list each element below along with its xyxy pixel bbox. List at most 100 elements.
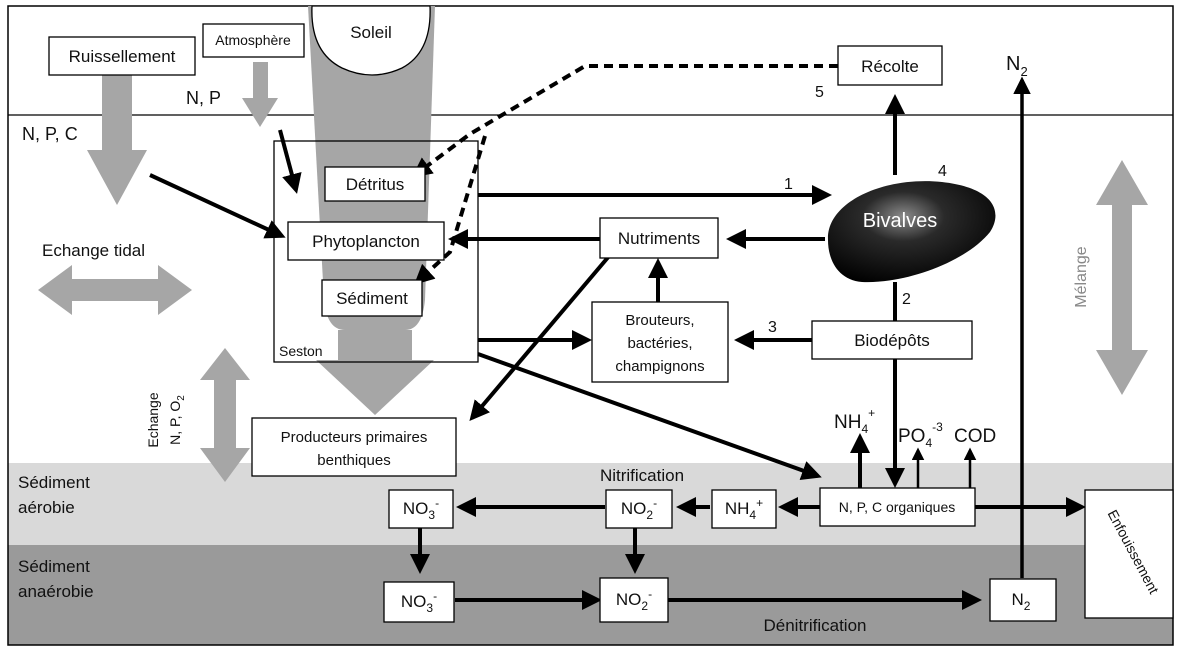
harvest-to-detritus-dashed bbox=[411, 64, 838, 178]
step-4-label: 4 bbox=[938, 163, 947, 180]
brouteurs-line3: champignons bbox=[615, 358, 704, 375]
nutriments-box: Nutriments bbox=[599, 217, 719, 259]
runoff-flow-arrow bbox=[87, 72, 147, 205]
no3-anaerobic-sup: - bbox=[433, 589, 437, 603]
atmosphere-label: Atmosphère bbox=[215, 32, 291, 48]
denitrification-label: Dénitrification bbox=[764, 616, 867, 635]
npc-input-label: N, P, C bbox=[22, 124, 78, 144]
echange-sediment-label-2: N, P, O2 bbox=[167, 395, 187, 445]
echange-o2-sub: 2 bbox=[176, 395, 187, 401]
nh4-release-sup: + bbox=[868, 406, 875, 420]
n2-anaerobic-label: N bbox=[1012, 590, 1024, 609]
step-3-label: 3 bbox=[768, 319, 777, 336]
aerobic-sediment-layer bbox=[8, 463, 1173, 545]
anaerobic-layer-label-2: anaérobie bbox=[18, 582, 94, 601]
n2-top-label: N2 bbox=[1006, 53, 1028, 79]
flow-arrows bbox=[149, 76, 1086, 610]
bivalves-shape bbox=[827, 181, 996, 283]
sediment-exchange-arrow bbox=[200, 348, 250, 482]
producteurs-box: Producteurs primaires benthiques bbox=[251, 417, 457, 477]
bivalves-label: Bivalves bbox=[863, 210, 937, 232]
runoff-to-phyto-arrow bbox=[149, 173, 286, 239]
no3-aerobic-sup: - bbox=[435, 496, 439, 510]
npc-organiques-box: N, P, C organiques bbox=[819, 487, 976, 527]
no2-anaerobic-sub: 2 bbox=[641, 599, 648, 613]
phytoplancton-label: Phytoplancton bbox=[312, 232, 420, 251]
atmosphere-box: Atmosphère bbox=[202, 23, 305, 58]
echange-tidal-label: Echange tidal bbox=[42, 241, 145, 260]
nh4-release-label: NH4+ bbox=[834, 406, 875, 436]
seston-label: Seston bbox=[279, 343, 323, 359]
n2-anaerobic-box: N2 bbox=[989, 578, 1057, 622]
nutriments-to-producers-arrow bbox=[469, 253, 612, 422]
brouteurs-line1: Brouteurs, bbox=[625, 312, 694, 329]
recolte-box: Récolte bbox=[837, 45, 943, 86]
no3-anaerobic-box: NO3- bbox=[383, 581, 455, 623]
small-release-arrows bbox=[911, 447, 977, 488]
producteurs-line1: Producteurs primaires bbox=[281, 429, 428, 446]
no2-anaerobic-box: NO2- bbox=[599, 577, 669, 623]
echange-sediment-label-1: Echange bbox=[145, 392, 161, 447]
producteurs-line2: benthiques bbox=[317, 452, 390, 469]
no3-aerobic-box: NO3- bbox=[388, 489, 454, 529]
nh4-aerobic-box: NH4+ bbox=[711, 489, 777, 529]
po4-sup: -3 bbox=[932, 420, 943, 434]
nh4-aerobic-sup: + bbox=[756, 496, 763, 510]
nh4-release-text: NH bbox=[834, 412, 861, 433]
nitrification-label: Nitrification bbox=[600, 466, 684, 485]
svg-text:NO2-: NO2- bbox=[616, 587, 652, 613]
no2-aerobic-sup: - bbox=[653, 496, 657, 510]
sediment-box: Sédiment bbox=[321, 279, 423, 317]
echange-np-o: N, P, O bbox=[167, 401, 183, 445]
svg-text:N2: N2 bbox=[1012, 590, 1031, 613]
recolte-label: Récolte bbox=[861, 57, 919, 76]
nh4-release-sub: 4 bbox=[861, 422, 868, 436]
no2-anaerobic-sup: - bbox=[648, 587, 652, 601]
n2-top-text: N bbox=[1006, 53, 1020, 75]
no2-anaerobic-label: NO bbox=[616, 590, 642, 609]
mixing-arrow bbox=[1096, 160, 1148, 395]
aerobic-layer-label-2: aérobie bbox=[18, 498, 75, 517]
biodepots-label: Biodépôts bbox=[854, 331, 930, 350]
n2-top-sub: 2 bbox=[1020, 64, 1027, 79]
biodepots-box: Biodépôts bbox=[811, 320, 973, 360]
diagram-frame bbox=[7, 5, 1174, 646]
harvest-to-sediment-dashed bbox=[414, 135, 487, 285]
seston-to-organics-arrow bbox=[477, 352, 822, 481]
no3-aerobic-sub: 3 bbox=[428, 508, 435, 522]
n2-anaerobic-sub: 2 bbox=[1024, 599, 1031, 613]
seston-frame bbox=[273, 140, 479, 363]
npc-organiques-label: N, P, C organiques bbox=[839, 499, 955, 515]
no3-anaerobic-label: NO bbox=[401, 592, 427, 611]
soleil-label: Soleil bbox=[350, 23, 392, 42]
detritus-label: Détritus bbox=[346, 175, 405, 194]
no3-anaerobic-sub: 3 bbox=[426, 601, 433, 615]
no2-aerobic-box: NO2- bbox=[605, 489, 673, 529]
svg-text:NO3-: NO3- bbox=[401, 589, 437, 615]
nh4-aerobic-label: NH bbox=[725, 499, 750, 518]
atmo-to-phyto-arrow bbox=[278, 129, 302, 194]
np-input-label: N, P bbox=[186, 88, 221, 108]
po4-label: PO4-3 bbox=[898, 420, 943, 450]
no2-aerobic-sub: 2 bbox=[646, 508, 653, 522]
melange-label: Mélange bbox=[1073, 246, 1090, 307]
nh4-aerobic-sub: 4 bbox=[749, 508, 756, 522]
svg-text:NO3-: NO3- bbox=[403, 496, 439, 522]
cod-label: COD bbox=[954, 426, 996, 447]
sun-shape bbox=[311, 5, 431, 76]
no3-aerobic-label: NO bbox=[403, 499, 429, 518]
po4-text: PO bbox=[898, 426, 925, 447]
atmosphere-flow-arrow bbox=[242, 62, 278, 127]
po4-sub: 4 bbox=[925, 436, 932, 450]
tidal-exchange-arrow bbox=[38, 265, 192, 315]
step-5-label: 5 bbox=[815, 84, 824, 101]
sediment-label: Sédiment bbox=[336, 289, 408, 308]
brouteurs-box: Brouteurs, bactéries, champignons bbox=[591, 301, 729, 383]
step-2-label: 2 bbox=[902, 291, 911, 308]
enfouissement-box: Enfouissement bbox=[1084, 489, 1174, 619]
brouteurs-line2: bactéries, bbox=[627, 335, 692, 352]
ruissellement-box: Ruissellement bbox=[48, 36, 196, 76]
anaerobic-layer-label-1: Sédiment bbox=[18, 557, 90, 576]
